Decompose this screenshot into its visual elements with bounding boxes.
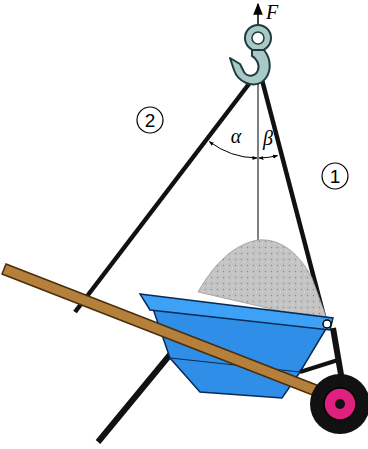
angle-label: α	[231, 126, 242, 146]
hook	[230, 25, 271, 84]
callout-number: 1	[330, 167, 341, 186]
leg	[98, 345, 178, 442]
force-label: F	[266, 2, 278, 22]
wheel-hub	[324, 388, 356, 420]
angle-arc-beta	[259, 156, 278, 158]
force-arrow	[257, 4, 259, 26]
axle	[335, 399, 345, 409]
angle-label: β	[263, 128, 273, 148]
vertical-line	[258, 80, 259, 242]
rope-eye	[323, 320, 331, 328]
callout-number: 2	[145, 111, 156, 130]
frame-brace	[300, 360, 338, 372]
wheel	[310, 374, 368, 434]
callout-circle	[137, 107, 163, 133]
callout-circle	[322, 163, 348, 189]
handle	[2, 264, 350, 408]
tub-rim	[140, 294, 333, 330]
